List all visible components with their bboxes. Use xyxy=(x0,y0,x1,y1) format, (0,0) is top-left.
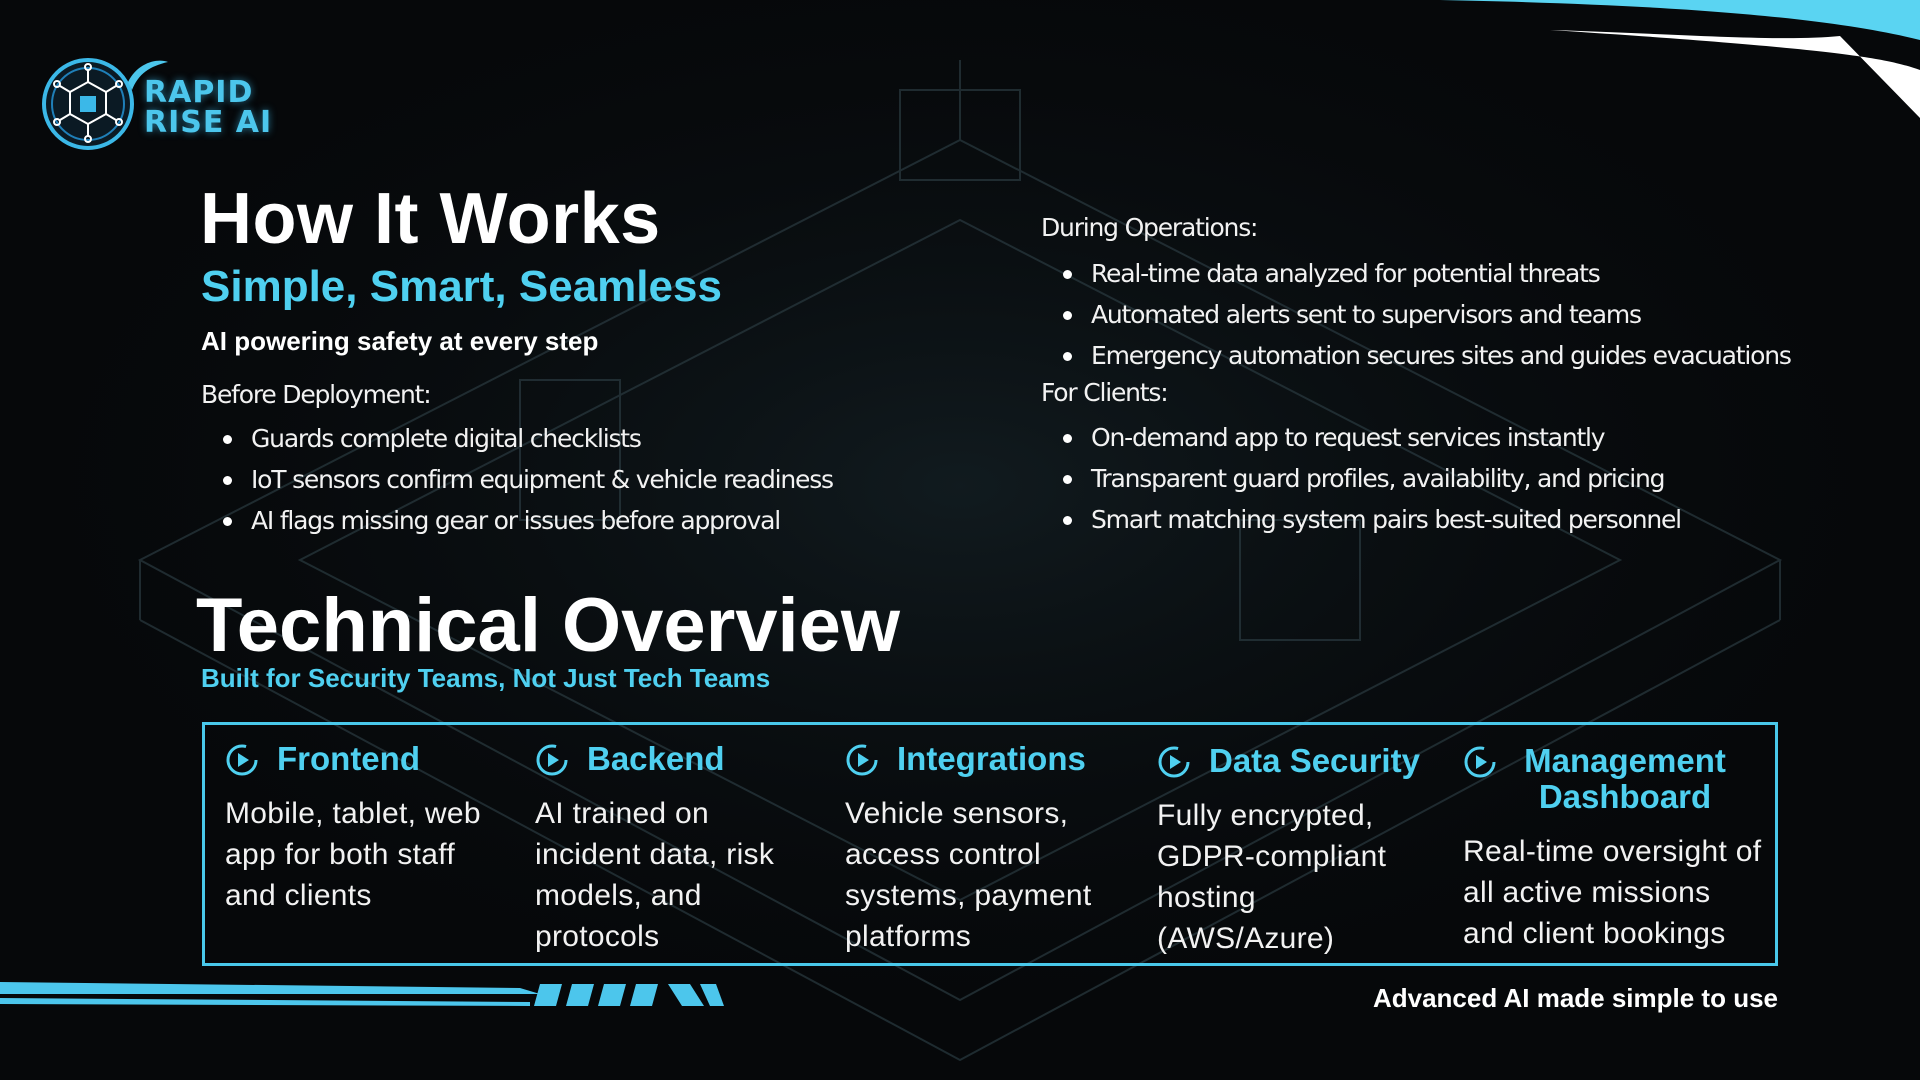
play-circle-icon xyxy=(226,744,258,776)
play-circle-icon xyxy=(1464,746,1496,778)
footer-tagline: Advanced AI made simple to use xyxy=(1372,983,1778,1013)
brand-name: RAPID RISE AI xyxy=(144,78,272,138)
tech-column-title: Backend xyxy=(587,740,725,777)
play-circle-icon xyxy=(536,744,568,776)
tech-column-frontend: Frontend Mobile, tablet, web app for bot… xyxy=(225,741,505,916)
during-operations-list: Real-time data analyzed for potential th… xyxy=(1041,253,1792,376)
list-item: Transparent guard profiles, availability… xyxy=(1041,458,1681,499)
tech-column-body: Mobile, tablet, web app for both staff a… xyxy=(225,797,481,912)
list-item: Automated alerts sent to supervisors and… xyxy=(1041,294,1791,335)
before-deployment-label: Before Deployment: xyxy=(201,380,432,409)
list-item: Emergency automation secures sites and g… xyxy=(1041,335,1792,376)
corner-swoosh-decoration xyxy=(1440,0,1920,118)
brand-name-line1: RAPID xyxy=(144,75,254,110)
list-item: Real-time data analyzed for potential th… xyxy=(1041,253,1791,294)
for-clients-label: For Clients: xyxy=(1041,378,1169,407)
list-item: AI flags missing gear or issues before a… xyxy=(201,500,833,541)
tech-column-body: Vehicle sensors, access control systems,… xyxy=(845,797,1092,953)
list-item: On-demand app to request services instan… xyxy=(1041,417,1681,458)
tech-column-title: Integrations xyxy=(897,740,1086,777)
tech-column-backend: Backend AI trained on incident data, ris… xyxy=(535,741,805,957)
tech-column-body: Fully encrypted, GDPR-compliant hosting … xyxy=(1157,799,1387,955)
tech-column-body: Real-time oversight of all active missio… xyxy=(1463,835,1762,950)
list-item: Guards complete digital checklists xyxy=(201,418,833,459)
tech-column-title: Frontend xyxy=(277,740,420,777)
brand-name-line2: RISE AI xyxy=(144,105,273,140)
how-it-works-title: How It Works xyxy=(200,179,661,259)
speed-stripe-decoration xyxy=(0,982,724,1006)
before-deployment-list: Guards complete digital checklists IoT s… xyxy=(201,418,834,541)
list-item: Smart matching system pairs best-suited … xyxy=(1041,499,1682,540)
tech-column-management-dashboard: Management Dashboard Real-time oversight… xyxy=(1463,743,1763,954)
technical-overview-title: Technical Overview xyxy=(196,583,901,668)
play-circle-icon xyxy=(846,744,878,776)
list-item: IoT sensors confirm equipment & vehicle … xyxy=(201,459,834,500)
tech-column-title: Data Security xyxy=(1209,742,1420,779)
tech-column-body: AI trained on incident data, risk models… xyxy=(535,797,775,953)
tech-column-data-security: Data Security Fully encrypted, GDPR-comp… xyxy=(1157,743,1437,959)
how-it-works-tagline: AI powering safety at every step xyxy=(201,326,599,356)
technical-overview-subtitle: Built for Security Teams, Not Just Tech … xyxy=(201,663,771,693)
for-clients-list: On-demand app to request services instan… xyxy=(1041,417,1682,540)
during-operations-label: During Operations: xyxy=(1041,213,1258,242)
tech-column-title: Management Dashboard xyxy=(1524,742,1726,815)
tech-column-integrations: Integrations Vehicle sensors, access con… xyxy=(845,741,1135,957)
brand-logo-icon xyxy=(42,58,168,150)
technical-overview-panel: Frontend Mobile, tablet, web app for bot… xyxy=(202,722,1778,966)
how-it-works-subtitle: Simple, Smart, Seamless xyxy=(201,262,722,311)
play-circle-icon xyxy=(1158,746,1190,778)
